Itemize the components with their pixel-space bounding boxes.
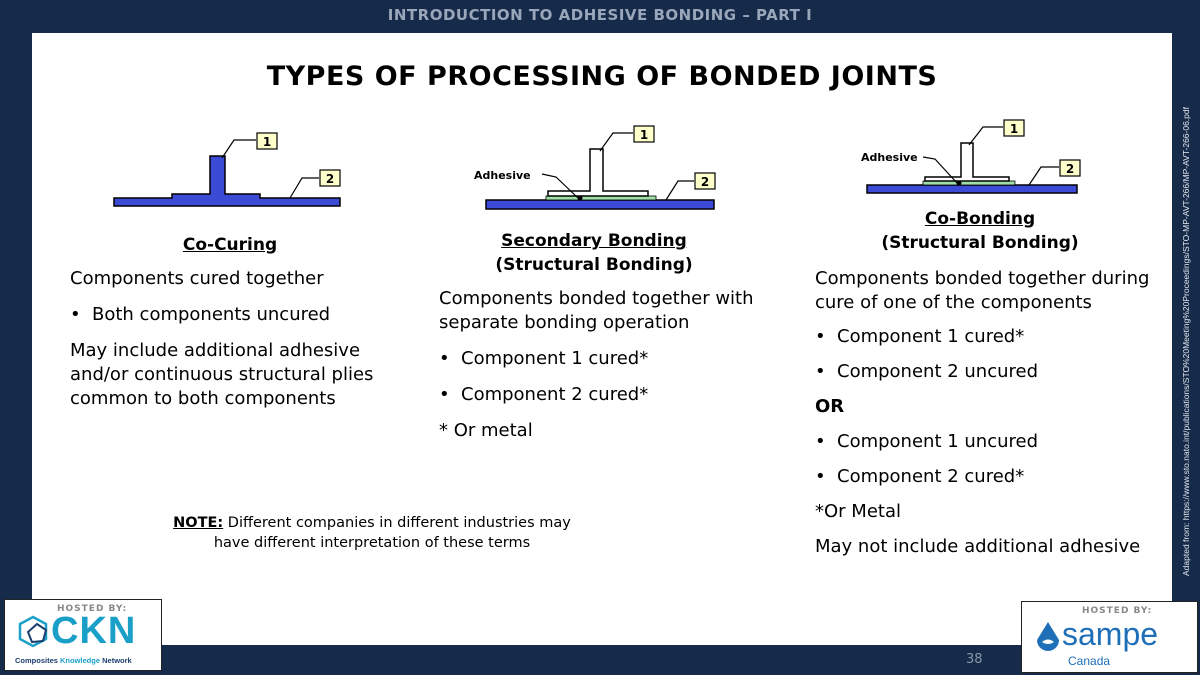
callout-box-1 [256, 132, 278, 150]
callout-label-2: 2 [326, 172, 334, 186]
co-bonding-bullet: Component 1 cured* [815, 325, 1150, 349]
callout-label-1: 1 [263, 135, 271, 149]
leader-line-2 [1028, 166, 1059, 186]
callout-label-2: 2 [1066, 162, 1074, 176]
page-number: 38 [966, 652, 983, 667]
adhesive-label: Adhesive [474, 169, 531, 182]
slide-canvas: TYPES OF PROCESSING OF BONDED JOINTS 1 2… [32, 33, 1172, 645]
co-cured-part [113, 155, 341, 207]
callout-box-2 [694, 172, 716, 190]
secondary-bonding-subheading: (Structural Bonding) [495, 255, 693, 275]
adhesive-label: Adhesive [861, 151, 918, 164]
co-bonding-bullet: Component 2 cured* [815, 465, 1150, 489]
co-curing-heading: Co-Curing [182, 235, 278, 255]
note-label: NOTE: [173, 515, 224, 531]
ckn-tagline-part: Network [100, 656, 132, 665]
co-bonding-bullet: Component 1 uncured [815, 430, 1150, 454]
co-curing-bullet: Both components uncured [70, 303, 400, 327]
sampe-wordmark: sampe [1062, 616, 1159, 652]
presentation-header: INTRODUCTION TO ADHESIVE BONDING – PART … [387, 6, 813, 24]
ckn-hexagon-icon [18, 615, 48, 648]
callout-box-2 [1059, 159, 1081, 177]
ckn-tagline-part: Composites [15, 656, 61, 665]
sampe-logo-box: HOSTED BY: sampe Canada [1021, 601, 1198, 673]
co-bonding-column: Co-Bonding (Structural Bonding) Componen… [815, 207, 1150, 559]
co-curing-diagram: 1 2 [113, 132, 341, 207]
component-1-stiffener [547, 148, 649, 197]
component-1-stiffener [924, 142, 1010, 182]
bond-point [577, 195, 583, 201]
secondary-bonding-diagram: Adhesive 1 2 [474, 125, 716, 210]
co-bonding-line: Components bonded together during cure o… [815, 268, 1150, 313]
callout-label-2: 2 [701, 175, 709, 189]
secondary-bonding-bullet: Component 2 cured* [439, 383, 769, 407]
callout-label-1: 1 [1010, 122, 1018, 136]
leader-line-1 [968, 126, 1003, 146]
co-curing-line: May include additional adhesive and/or c… [70, 340, 374, 409]
co-bonding-line: *Or Metal [815, 501, 901, 522]
secondary-bonding-heading: Secondary Bonding [501, 231, 687, 251]
co-bonding-line: May not include additional adhesive [815, 536, 1141, 557]
component-2-skin [866, 184, 1078, 194]
secondary-bonding-line: Components bonded together with separate… [439, 288, 754, 333]
ckn-logo-box: HOSTED BY: CKN Composites Knowledge Netw… [4, 599, 162, 671]
leader-line-1 [221, 139, 256, 159]
secondary-bonding-column: Secondary Bonding (Structural Bonding) C… [439, 229, 769, 443]
co-bonding-or: OR [815, 396, 845, 417]
ckn-tagline-knowledge: Knowledge [60, 656, 101, 665]
hosted-by-label: HOSTED BY: [57, 604, 128, 614]
co-bonding-heading: Co-Bonding [924, 209, 1036, 229]
co-curing-column: Co-Curing Components cured together Both… [70, 233, 400, 411]
leader-line-2 [289, 177, 319, 199]
adhesive-leader [922, 156, 958, 184]
adhesive-leader [541, 173, 579, 199]
co-curing-line: Components cured together [70, 268, 324, 289]
leader-line-2 [665, 180, 694, 201]
source-citation: Adapted from: https://www.sto.nato.int/p… [1181, 107, 1191, 576]
co-bonding-diagram: Adhesive 1 2 [861, 119, 1081, 194]
terminology-note: NOTE: Different companies in different i… [162, 513, 582, 553]
note-text: Different companies in different industr… [213, 515, 571, 551]
sampe-country: Canada [1068, 654, 1111, 668]
component-2-skin [485, 199, 715, 210]
bond-point [956, 180, 962, 186]
ckn-wordmark: CKN [51, 610, 137, 652]
callout-box-2 [319, 169, 341, 187]
leader-line-1 [599, 132, 633, 152]
secondary-bonding-bullet: Component 1 cured* [439, 347, 769, 371]
co-bonding-bullet: Component 2 uncured [815, 360, 1150, 384]
ckn-tagline: Composites Knowledge Network [15, 656, 132, 665]
callout-label-1: 1 [640, 128, 648, 142]
sampe-drop-icon [1037, 622, 1059, 651]
secondary-bonding-line: * Or metal [439, 420, 533, 441]
slide-title: TYPES OF PROCESSING OF BONDED JOINTS [266, 61, 938, 92]
co-bonding-subheading: (Structural Bonding) [881, 233, 1079, 253]
callout-box-1 [1003, 119, 1025, 137]
hosted-by-label: HOSTED BY: [1082, 606, 1153, 616]
callout-box-1 [633, 125, 655, 143]
